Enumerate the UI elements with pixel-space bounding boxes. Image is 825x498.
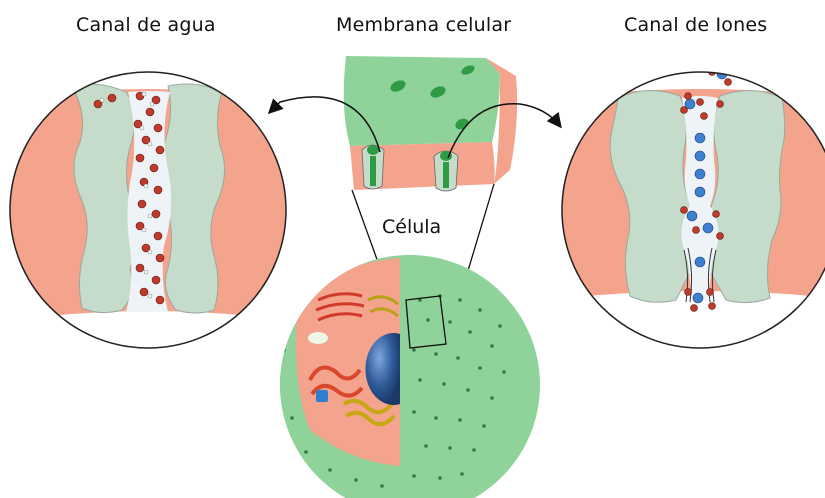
membrane-slab (344, 56, 517, 191)
embedded-channel-left (362, 145, 384, 189)
embedded-channel-right (434, 151, 458, 191)
cell-label: Célula (382, 216, 441, 238)
vacuole (308, 332, 328, 344)
cell (250, 255, 540, 498)
ion-channel-zoom (550, 60, 825, 360)
lysosome (316, 390, 328, 402)
water-channel-zoom (0, 60, 300, 360)
